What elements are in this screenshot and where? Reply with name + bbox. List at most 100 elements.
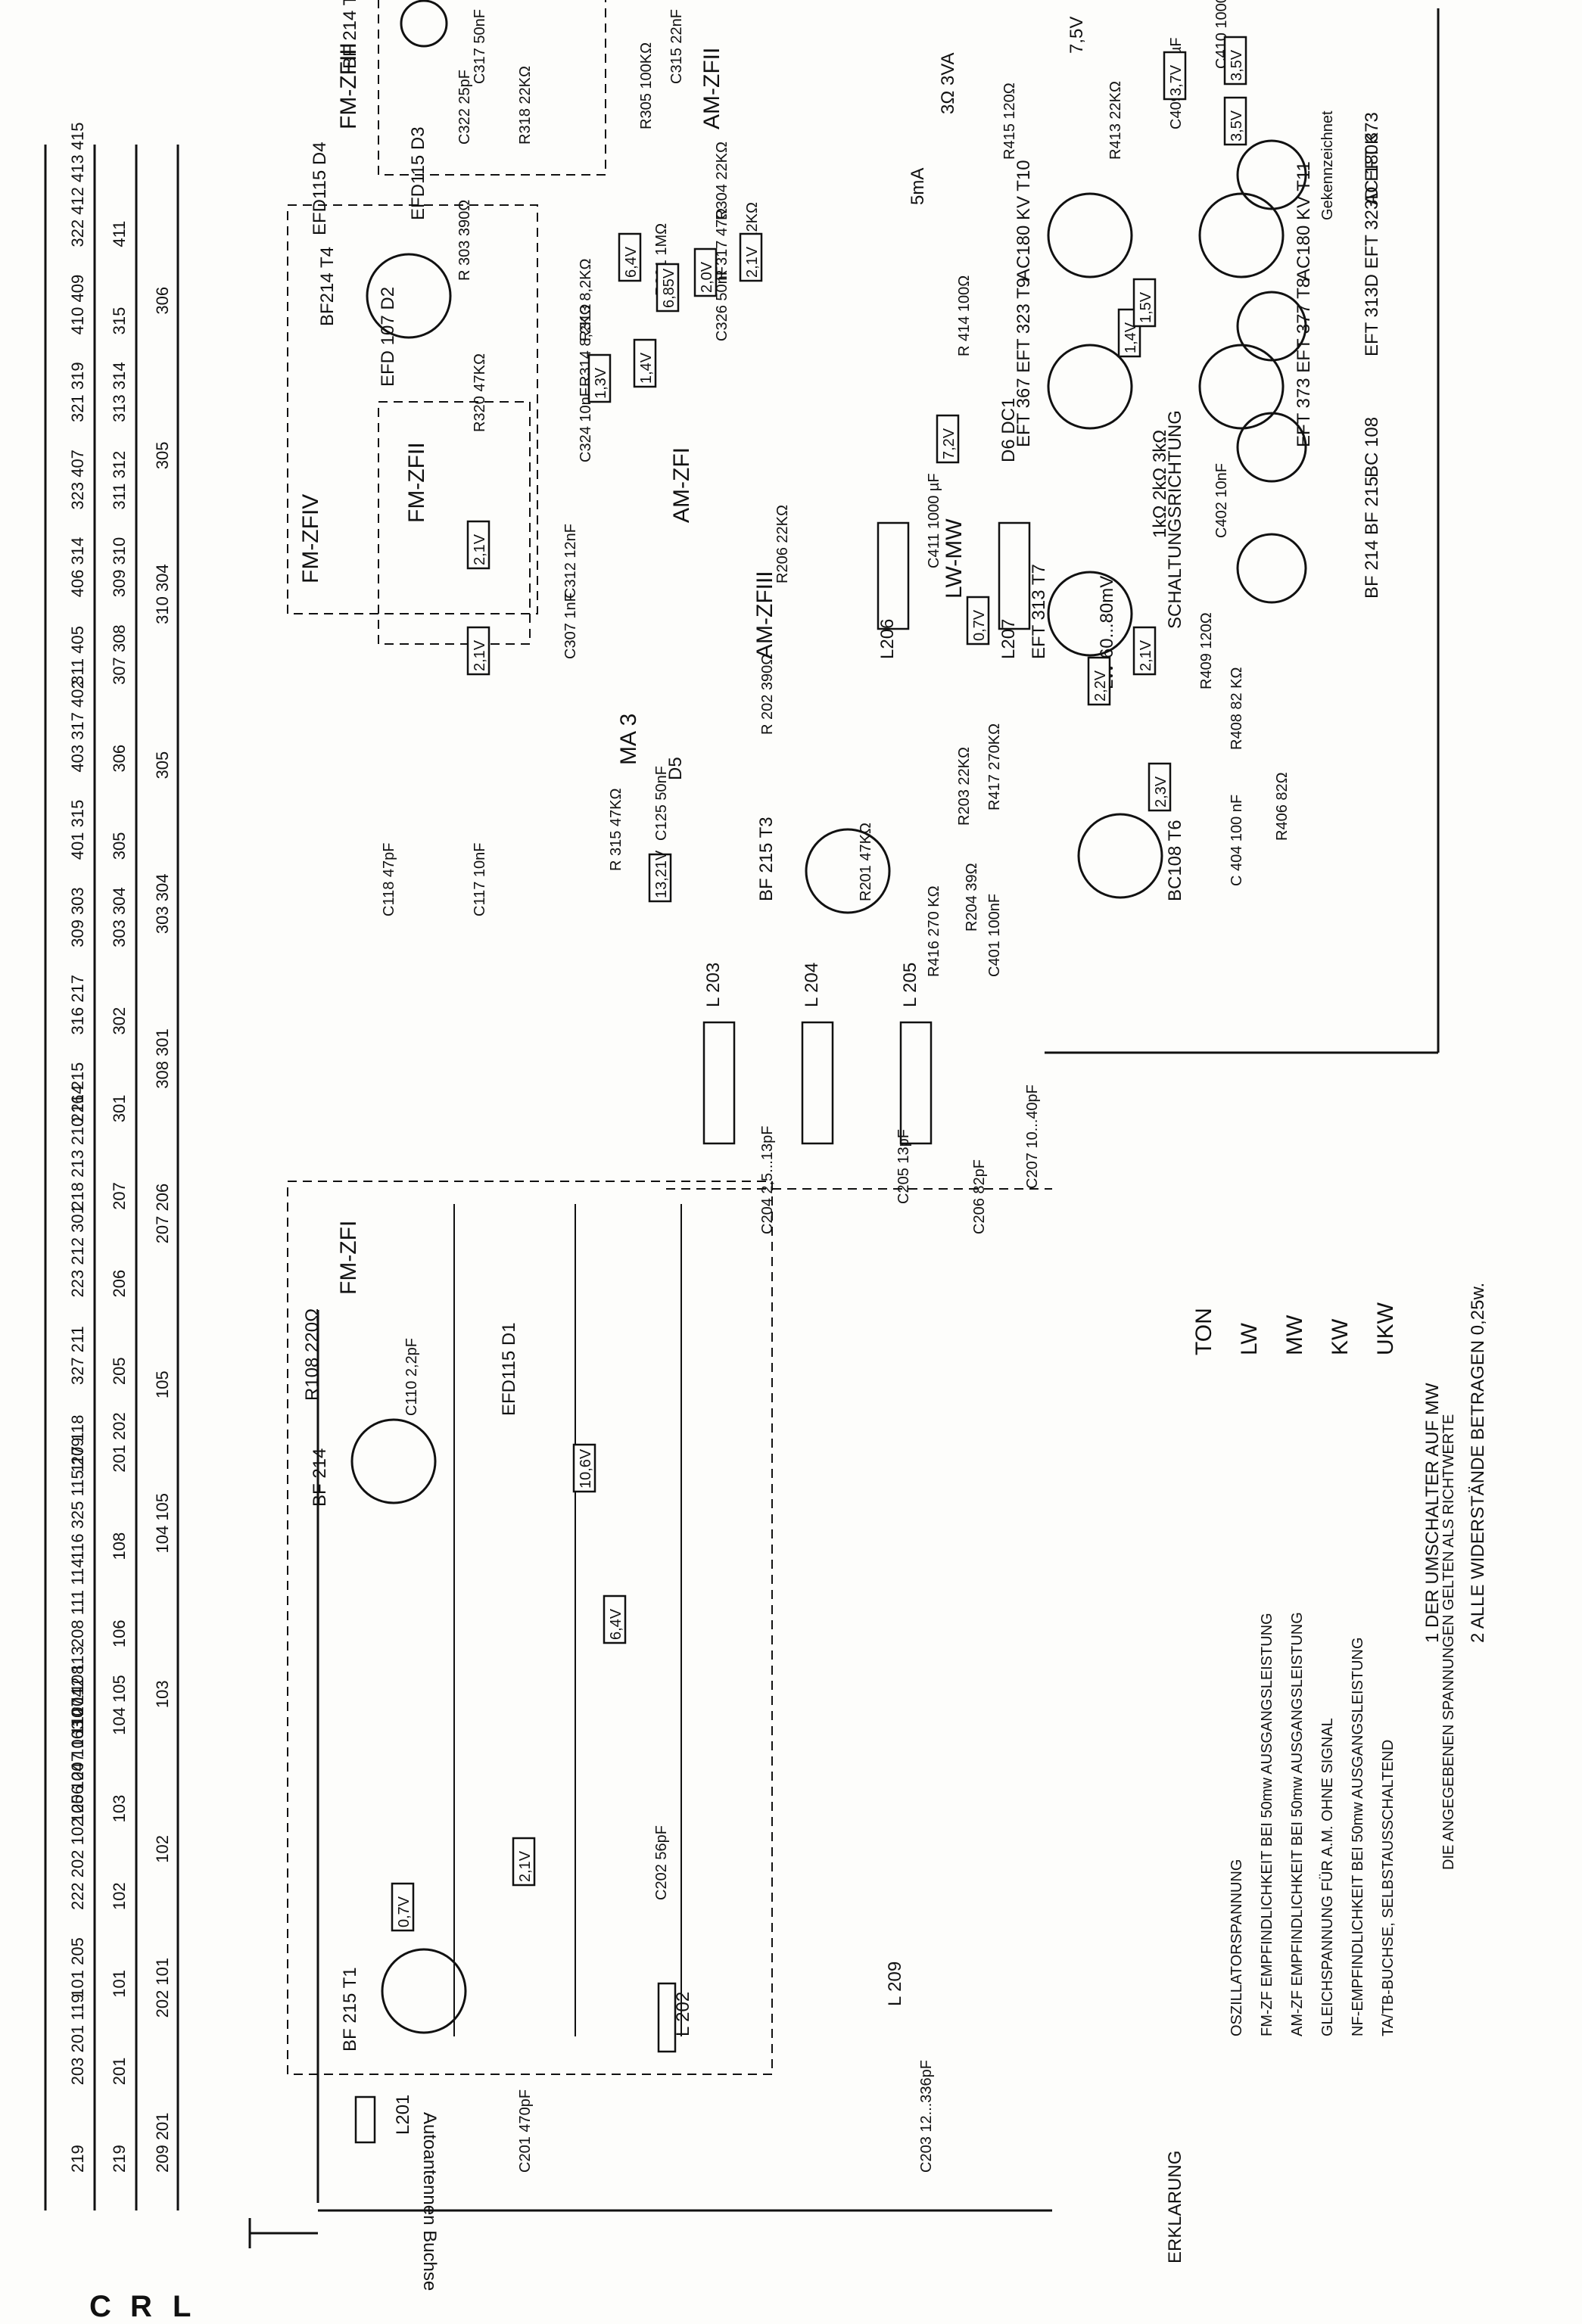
- strip-r-entry: 205: [110, 1357, 129, 1385]
- pinout-eft-label: EFT 313D EFT 323D EFT 373: [1362, 112, 1382, 356]
- c401-label: C401 100nF: [986, 894, 1003, 977]
- am-zf1-label: AM-ZFI: [669, 447, 694, 523]
- schaltungsrichtung: SCHALTUNGSRICHTUNG: [1165, 410, 1185, 629]
- strip-c-entry: 410 409: [68, 275, 87, 335]
- voltage-tag: 2,0V: [699, 261, 715, 293]
- r417-label: R417 270KΩ: [986, 723, 1003, 810]
- strip-c-entry: 327 211: [68, 1326, 87, 1385]
- c203-label: C203 12...336pF: [918, 2060, 935, 2173]
- l209-label: L 209: [885, 1962, 905, 2006]
- t5-symbol: [400, 0, 448, 48]
- strip-c-entry: 323 407: [68, 450, 87, 510]
- strip-r-entry: 102: [110, 1882, 129, 1910]
- r305-label: R305 100KΩ: [638, 42, 655, 129]
- voltage-tag: 0,7V: [396, 1896, 413, 1927]
- strip-r-entry: 305: [110, 832, 129, 860]
- strip-r-entry: 106: [110, 1619, 129, 1647]
- strip-l-entry: 306: [153, 287, 172, 315]
- voltage-tag: 3,5V: [1229, 49, 1245, 81]
- voltage-tag-box: [1132, 626, 1157, 676]
- switch-col-kw: KW: [1328, 1318, 1353, 1355]
- c117-label: C117 10nF: [472, 843, 488, 916]
- c326-label: C326 50nF: [714, 266, 730, 341]
- t11-symbol: [1198, 192, 1285, 278]
- c324-label: C324 10nF: [578, 387, 594, 462]
- strip-l-entry: 305: [153, 442, 172, 470]
- r108-label: R108 220Ω: [302, 1308, 322, 1401]
- strip-l-entry: 102: [153, 1835, 172, 1863]
- voltage-tag-box: [1163, 51, 1187, 101]
- strip-l-entry: 303 304: [153, 874, 172, 935]
- voltage-tag: 2,1V: [472, 534, 488, 565]
- d1-label: EFD115 D1: [499, 1322, 519, 1416]
- d4-label: EFD115 D4: [310, 142, 330, 235]
- voltage-tag-box: [1223, 36, 1247, 86]
- strip-r-entry: 108: [110, 1532, 129, 1560]
- voltage-tag-box: [966, 596, 990, 646]
- battery-label: 7,5V: [1067, 17, 1087, 54]
- c201-label: C201 470pF: [517, 2089, 534, 2173]
- voltage-tag-box: [693, 247, 718, 297]
- voltage-tag-box: [512, 1837, 536, 1887]
- strip-l-entry: 310 304: [153, 564, 172, 624]
- voltage-tag: 1,5V: [1138, 291, 1154, 323]
- strip-r-entry: 301: [110, 1094, 129, 1122]
- r313-label: R313 8,2KΩ: [578, 258, 594, 341]
- am-zf2-label: AM-ZFII: [699, 48, 724, 129]
- strip-c-entry: 117 118: [68, 1415, 87, 1473]
- r201-label: R201 47KΩ: [858, 823, 874, 901]
- voltage-tag-box: [1132, 278, 1157, 328]
- strip-r-entry: 307 308: [110, 624, 129, 685]
- l201-label: L201: [393, 2095, 413, 2135]
- strip-r-entry: 104 105: [110, 1675, 129, 1735]
- c317-label: C317 50nF: [472, 9, 488, 84]
- d5-label: D5: [665, 757, 686, 780]
- strip-r-entry: 101: [110, 1970, 129, 1998]
- t4-label: BF214 T4: [317, 247, 338, 326]
- r318-label: R318 22KΩ: [517, 66, 534, 145]
- t2-label: BF 214: [310, 1448, 330, 1507]
- t4-symbol: [366, 253, 452, 339]
- t9-symbol: [1047, 344, 1133, 430]
- legend-title: ERKLARUNG: [1165, 2151, 1185, 2263]
- row-label-c: C: [89, 2290, 111, 2323]
- r416-label: R416 270 KΩ: [926, 885, 942, 977]
- voltage-tag: 3,5V: [1229, 110, 1245, 142]
- c312-label: C312 12nF: [562, 524, 579, 599]
- am-input-coils: L 203 L 204 L 205 C204 2,5...13pF C205 1…: [666, 963, 1052, 1234]
- l203-label: L 203: [703, 963, 724, 1007]
- r204-label: R204 39Ω: [964, 863, 980, 932]
- c411-label: C411 1000 µF: [926, 473, 942, 568]
- strip-l-entry: 207 206: [153, 1184, 172, 1244]
- voltage-tag-box: [572, 1443, 596, 1493]
- c307-label: C307 1nF: [562, 593, 579, 659]
- voltage-tag: 1,3V: [593, 367, 609, 399]
- l207-coil: [998, 521, 1031, 630]
- fm-zf3-label: FM-ZFIII: [336, 42, 361, 129]
- strip-c-entry: 321 319: [68, 362, 87, 422]
- strip-l-entry: 305: [153, 751, 172, 779]
- pinout-bf-label: BF 214 BF 215: [1362, 477, 1382, 599]
- switch-table: TON LW MW KW UKW SCHALTUNGSRICHTUNG LW 6…: [1097, 410, 1488, 1643]
- t8-symbol: [1198, 344, 1285, 430]
- pinout-marked: Gekennzeichnet: [1319, 110, 1336, 220]
- strip-r-entry: 306: [110, 745, 129, 773]
- t3-label: BF 215 T3: [756, 817, 777, 901]
- d3-label: EFD115 D3: [408, 126, 428, 220]
- r414-label: R 414 100Ω: [956, 275, 973, 356]
- strip-r-entry: 207: [110, 1182, 129, 1210]
- c125-label: C125 50nF: [653, 766, 670, 841]
- fm-rf-tuner: FM-ZFI BF 215 T1 BF 214 R108 220Ω C110 2…: [287, 843, 773, 2075]
- voltage-tag-box: [936, 414, 960, 464]
- c118-label: C118 47pF: [381, 843, 397, 916]
- strip-r-entry: 303 304: [110, 887, 129, 947]
- r415-label: R415 120Ω: [1001, 82, 1018, 160]
- strip-r-entry: 302: [110, 1007, 129, 1035]
- t10-symbol: [1047, 192, 1133, 278]
- strip-c-entry: 116 325 115 209: [68, 1438, 87, 1560]
- voltage-tag: 2,1V: [1138, 639, 1154, 671]
